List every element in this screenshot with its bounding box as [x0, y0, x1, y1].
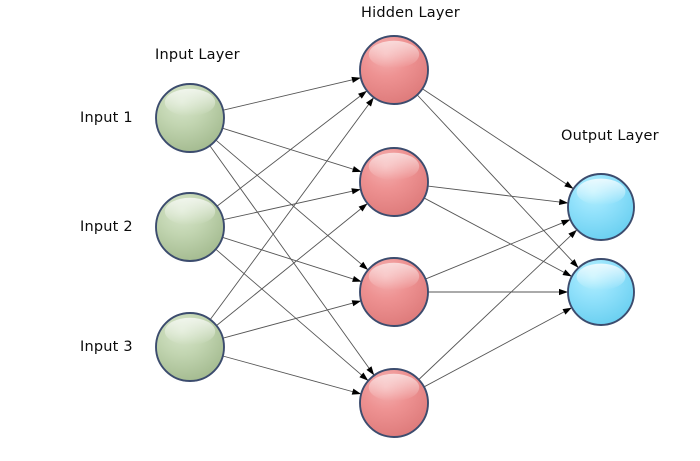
edge-i2-h1 — [216, 90, 368, 207]
edge-i2-h3 — [222, 236, 362, 283]
node-highlight — [164, 317, 216, 345]
node-h2[interactable] — [357, 147, 429, 221]
node-h4[interactable] — [357, 368, 429, 442]
node-highlight — [368, 373, 420, 401]
arrowhead-i2-h4 — [359, 372, 369, 381]
edge-i3-h2 — [216, 203, 368, 326]
edge-i3-h3 — [222, 300, 362, 339]
input-label-3: Input 3 — [80, 339, 133, 355]
node-highlight — [368, 40, 420, 68]
edge-h4-o2 — [423, 307, 573, 388]
node-highlight — [368, 262, 420, 290]
connection-edges — [209, 77, 579, 395]
node-highlight — [368, 152, 420, 180]
network-nodes — [153, 35, 635, 442]
node-o1[interactable] — [565, 173, 635, 245]
arrowhead-i3-h4 — [351, 388, 362, 395]
edge-i3-h1 — [209, 97, 375, 320]
arrowhead-h1-o2 — [570, 259, 579, 268]
node-highlight — [164, 88, 216, 116]
arrowhead-h2-o1 — [558, 198, 569, 206]
node-h3[interactable] — [357, 257, 429, 331]
arrowhead-h3-o2 — [559, 288, 568, 296]
node-highlight — [164, 197, 216, 225]
arrowhead-h1-o1 — [564, 181, 574, 189]
node-h1[interactable] — [357, 35, 429, 109]
edge-i1-h3 — [215, 139, 369, 271]
node-i3[interactable] — [153, 312, 225, 386]
edge-i3-h4 — [222, 355, 362, 395]
layer-title-input: Input Layer — [155, 47, 240, 63]
edge-h1-o1 — [422, 88, 574, 190]
arrowhead-i2-h3 — [352, 275, 362, 282]
edge-h2-o1 — [427, 185, 569, 204]
edge-h3-o1 — [425, 219, 571, 280]
edge-i1-h2 — [222, 127, 362, 173]
node-highlight — [576, 178, 626, 205]
node-i2[interactable] — [153, 192, 225, 266]
edge-i1-h1 — [222, 77, 362, 111]
arrowhead-h2-o2 — [562, 269, 572, 277]
edge-i1-h4 — [209, 145, 375, 376]
node-i1[interactable] — [153, 83, 225, 157]
edge-i2-h2 — [223, 188, 361, 221]
arrowhead-i1-h3 — [359, 261, 369, 270]
edge-arrowheads — [351, 76, 579, 395]
input-label-2: Input 2 — [80, 219, 133, 235]
edge-h2-o2 — [423, 197, 573, 277]
arrowhead-i1-h2 — [352, 166, 362, 173]
layer-title-output: Output Layer — [561, 128, 659, 144]
edge-h4-o1 — [418, 229, 578, 380]
layer-title-hidden: Hidden Layer — [361, 5, 460, 21]
arrowhead-i1-h4 — [366, 366, 375, 376]
node-highlight — [576, 263, 626, 290]
input-label-1: Input 1 — [80, 110, 133, 126]
edge-i2-h4 — [215, 248, 369, 382]
edge-h1-o2 — [416, 94, 579, 269]
node-o2[interactable] — [565, 258, 635, 330]
